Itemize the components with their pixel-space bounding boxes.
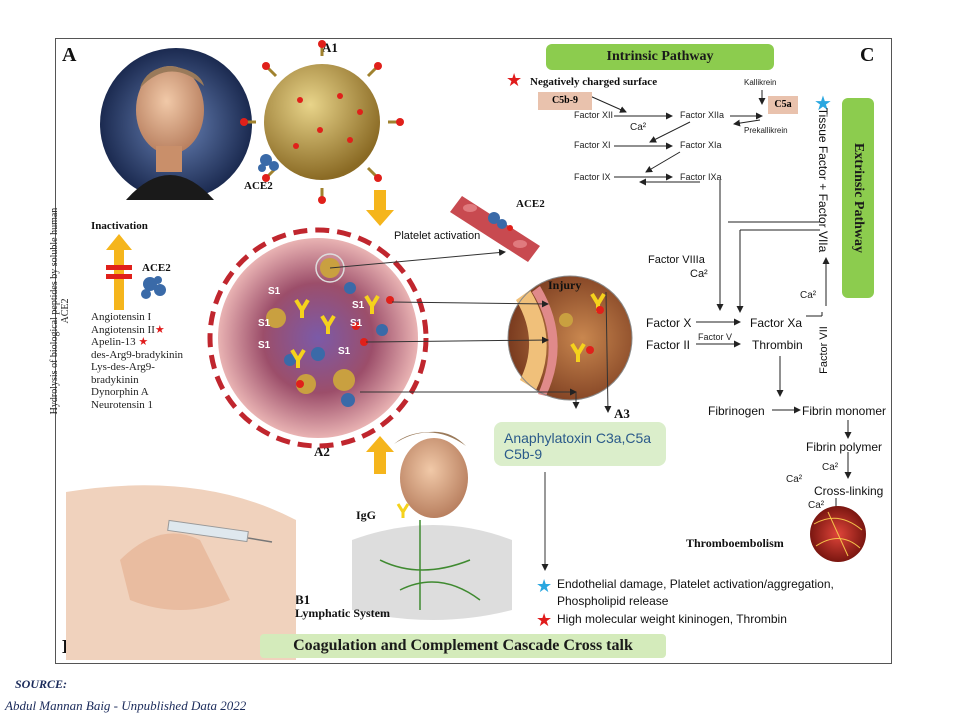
panel-a-label: A <box>62 44 77 66</box>
arrow-down-yellow <box>366 190 394 226</box>
factor-vii-wrap: Factor VII <box>814 326 834 374</box>
red-star-icon: ★ <box>138 336 149 348</box>
blood-vessel-image <box>450 196 540 262</box>
peptide-item: Dynorphin A <box>91 386 149 398</box>
blue-star-outcome-icon: ★ <box>536 576 552 596</box>
peptide-item: des-Arg9-bradykinin <box>91 348 184 361</box>
anaphylatoxin-line1: Anaphylatoxin C3a,C5a <box>504 430 652 446</box>
cross-talk-title: Coagulation and Complement Cascade Cross… <box>260 634 666 658</box>
s1-label: S1 <box>258 318 271 329</box>
red-star-icon: ★ <box>506 70 522 90</box>
factor-xiia-label: Factor XIIa <box>680 110 725 120</box>
factor-xi-label: Factor XI <box>574 140 611 150</box>
s1-label: S1 <box>350 318 363 329</box>
fibrin-polymer-label: Fibrin polymer <box>806 440 883 454</box>
ace2-molecule-left <box>141 276 166 299</box>
factor-viiia-label: Factor VIIIa <box>648 254 705 266</box>
factor-x-label: Factor X <box>646 316 692 330</box>
ca-label: Ca² <box>786 474 803 485</box>
ca-label: Ca² <box>800 290 817 301</box>
cross-linking-label: Cross-linking <box>814 484 884 498</box>
thromboembolism-label: Thromboembolism <box>686 536 784 550</box>
ca-label: Ca² <box>808 500 825 511</box>
outcome-red-line: High molecular weight kininogen, Thrombi… <box>557 612 787 626</box>
coronavirus-image <box>240 40 404 204</box>
inactivation-arrow <box>106 234 132 310</box>
intrinsic-pathway-title: Intrinsic Pathway <box>546 44 774 70</box>
panel-c-label: C <box>860 44 875 66</box>
injury-label: Injury <box>548 278 582 292</box>
source-label: SOURCE: <box>15 677 68 691</box>
panel-a3-label: A3 <box>614 406 630 421</box>
injection-image <box>66 485 296 660</box>
extrinsic-pathway-box: Extrinsic Pathway <box>842 98 874 298</box>
ca-label: Ca² <box>630 122 647 133</box>
factor-ii-label: Factor II <box>646 338 691 352</box>
peptide-list: Angiotensin I Angiotensin II★ Apelin-13 … <box>91 311 211 411</box>
thrombin-label: Thrombin <box>752 338 803 352</box>
platelet-activation-label: Platelet activation <box>394 230 481 242</box>
c5b9-badge: C5b-9 <box>538 92 592 110</box>
factor-ix-label: Factor IX <box>574 172 611 182</box>
anaphylatoxin-line2: C5b-9 <box>504 446 543 462</box>
fibrinogen-label: Fibrinogen <box>708 404 765 418</box>
negative-surface-label: Negatively charged surface <box>530 76 658 88</box>
factor-xii-label: Factor XII <box>574 110 614 120</box>
inactivation-label: Inactivation <box>91 220 148 232</box>
factor-xa-label: Factor Xa <box>750 316 803 330</box>
panel-b1-label: B1 <box>295 592 311 607</box>
s1-label: S1 <box>352 300 365 311</box>
source-text: Abdul Mannan Baig - Unpublished Data 202… <box>5 698 247 713</box>
s1-label: S1 <box>258 340 271 351</box>
red-star-icon: ★ <box>154 323 165 336</box>
red-star-outcome-icon: ★ <box>536 610 552 630</box>
fibrin-monomer-label: Fibrin monomer <box>802 404 887 418</box>
ace2-label-vessel: ACE2 <box>516 198 545 210</box>
factor-ixa-label: Factor IXa <box>680 172 722 182</box>
ace2-label-top: ACE2 <box>244 180 273 192</box>
outcome-blue-line1: Endothelial damage, Platelet activation/… <box>557 577 834 591</box>
figure-frame <box>55 38 892 664</box>
peptide-item: Angiotensin I <box>91 311 152 323</box>
tissue-factor-label: Tissue Factor + Factor VIIa <box>816 107 830 253</box>
peptide-item: Lys-des-Arg9- <box>91 361 155 373</box>
arrow-up-yellow <box>366 436 394 474</box>
peptide-item: Angiotensin II★ <box>91 323 165 336</box>
extrinsic-pathway-title: Extrinsic Pathway <box>851 142 866 254</box>
c5a-badge: C5a <box>768 96 798 114</box>
ca-label: Ca² <box>822 462 839 473</box>
thromboembolism-clot-image <box>810 506 866 562</box>
tissue-factor-wrap: Tissue Factor + Factor VIIa <box>813 108 833 253</box>
outcome-blue-line2: Phospholipid release <box>557 594 669 608</box>
ca-label: Ca² <box>690 268 708 280</box>
prekallikrein-label: Prekallikrein <box>744 126 788 135</box>
factor-vii-label: Factor VII <box>818 326 830 374</box>
lymphatic-system-label: Lymphatic System <box>295 606 391 620</box>
s1-label: S1 <box>268 286 281 297</box>
blue-star-icon: ★ <box>814 93 832 115</box>
factor-v-label: Factor V <box>698 332 733 342</box>
face-portrait-image <box>100 48 252 200</box>
ace2-label-left: ACE2 <box>142 262 171 274</box>
vessel-injury-image <box>507 275 633 401</box>
anaphylatoxin-box: Anaphylatoxin C3a,C5a C5b-9 <box>494 422 666 466</box>
igg-label: IgG <box>356 508 377 522</box>
kallikrein-label: Kallikrein <box>744 78 777 87</box>
s1-label: S1 <box>338 346 351 357</box>
peptide-item: Apelin-13 ★ <box>91 336 149 348</box>
peptide-item: bradykinin <box>91 373 139 386</box>
peptide-item: Neurotensin 1 <box>91 398 154 411</box>
factor-xia-label: Factor XIa <box>680 140 722 150</box>
infected-cell-image <box>207 227 429 449</box>
lymphatic-system-image <box>352 431 512 620</box>
